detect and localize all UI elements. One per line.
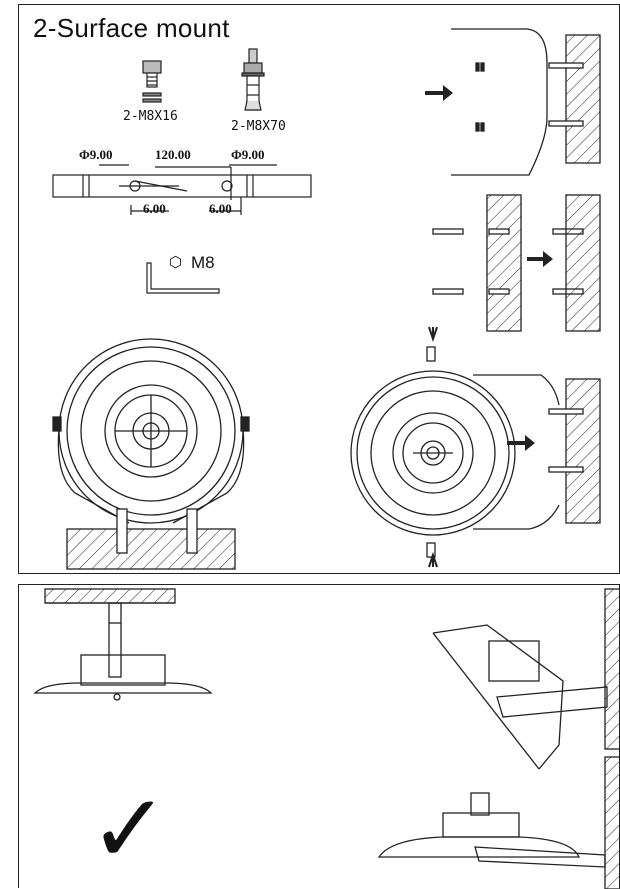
hole-offset-right: 6.00 xyxy=(209,201,232,216)
arrow-right-icon xyxy=(527,251,553,267)
hole-span-dimension: 120.00 xyxy=(155,147,191,162)
mounting-options-panel: ✓ xyxy=(18,584,620,889)
arrow-right-icon xyxy=(507,435,535,451)
anchor-wall-install-diagram xyxy=(432,194,601,332)
mounting-bracket-dimension-drawing xyxy=(52,164,312,215)
bolt-label: 2-M8X16 xyxy=(123,109,178,124)
arrow-up-icon xyxy=(428,551,438,568)
bracket-wall-install-diagram xyxy=(451,28,601,176)
arrow-right-icon xyxy=(425,85,453,101)
checkmark-icon: ✓ xyxy=(89,773,170,885)
surface-mount-panel: 2-Surface mount xyxy=(18,4,620,574)
hex-key-size-label: M8 xyxy=(191,253,215,272)
anchor-bolt-label: 2-M8X70 xyxy=(231,119,286,134)
hex-key-icon xyxy=(146,262,220,294)
hole-diameter-left: Φ9.00 xyxy=(79,147,113,162)
ceiling-mount-diagram xyxy=(33,588,213,701)
wall-mount-angled-diagram xyxy=(432,588,620,770)
hex-symbol: ⬡ xyxy=(169,254,183,271)
panel-title: 2-Surface mount xyxy=(33,13,230,43)
anchor-bolt-icon xyxy=(241,48,265,111)
hole-diameter-right: Φ9.00 xyxy=(231,147,265,162)
mounting-options-drawing xyxy=(33,588,620,889)
light-fixture-wall-mount-view xyxy=(350,346,601,558)
surface-mount-drawing xyxy=(52,28,601,570)
bolt-icon xyxy=(142,60,162,103)
hole-offset-left: 6.00 xyxy=(143,201,166,216)
arrow-down-icon xyxy=(428,326,438,343)
wall-mount-horizontal-diagram xyxy=(377,756,620,889)
light-fixture-front-view xyxy=(52,338,250,570)
